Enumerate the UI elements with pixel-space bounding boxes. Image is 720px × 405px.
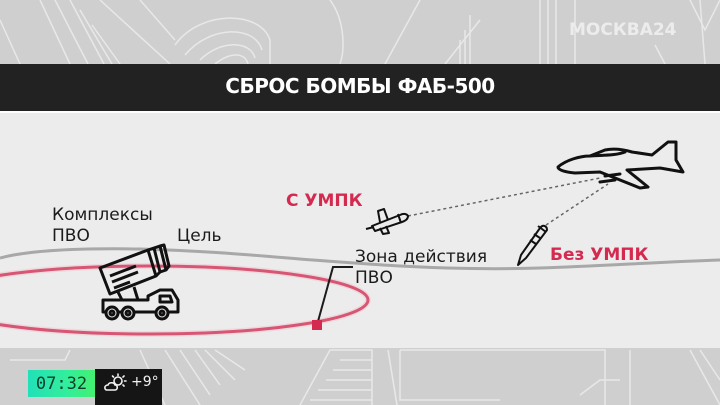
label-zone-line1: Зона действия <box>355 247 488 267</box>
label-complexes-line1: Комплексы <box>52 205 153 225</box>
label-without-umpk: Без УМПК <box>550 245 649 265</box>
terrain-line <box>0 247 720 271</box>
guided-trajectory-line <box>407 177 601 217</box>
clock-badge: 07:32 <box>28 370 95 397</box>
target-marker-icon <box>312 320 322 330</box>
air-defense-zone-ellipse <box>0 264 370 336</box>
page-title: СБРОС БОМБЫ ФАБ-500 <box>225 74 495 98</box>
temperature: +9° <box>131 374 159 390</box>
unguided-bomb-icon <box>517 224 548 266</box>
guided-bomb-icon <box>365 208 409 235</box>
partly-cloudy-icon <box>104 373 127 391</box>
label-target: Цель <box>177 226 222 246</box>
label-complexes-line2: ПВО <box>52 226 90 246</box>
clock-time: 07:32 <box>35 374 88 394</box>
channel-logo: МОСКВА24 <box>569 20 677 40</box>
rocket-launcher-truck-icon <box>98 243 180 321</box>
label-with-umpk: С УМПК <box>286 191 363 211</box>
title-band: СБРОС БОМБЫ ФАБ-500 <box>0 64 720 113</box>
jet-aircraft-icon <box>556 140 685 190</box>
label-zone-line2: ПВО <box>355 268 393 288</box>
unguided-trajectory-line <box>545 183 609 226</box>
zone-leader-line <box>316 266 353 326</box>
weather-badge: +9° <box>95 369 162 405</box>
